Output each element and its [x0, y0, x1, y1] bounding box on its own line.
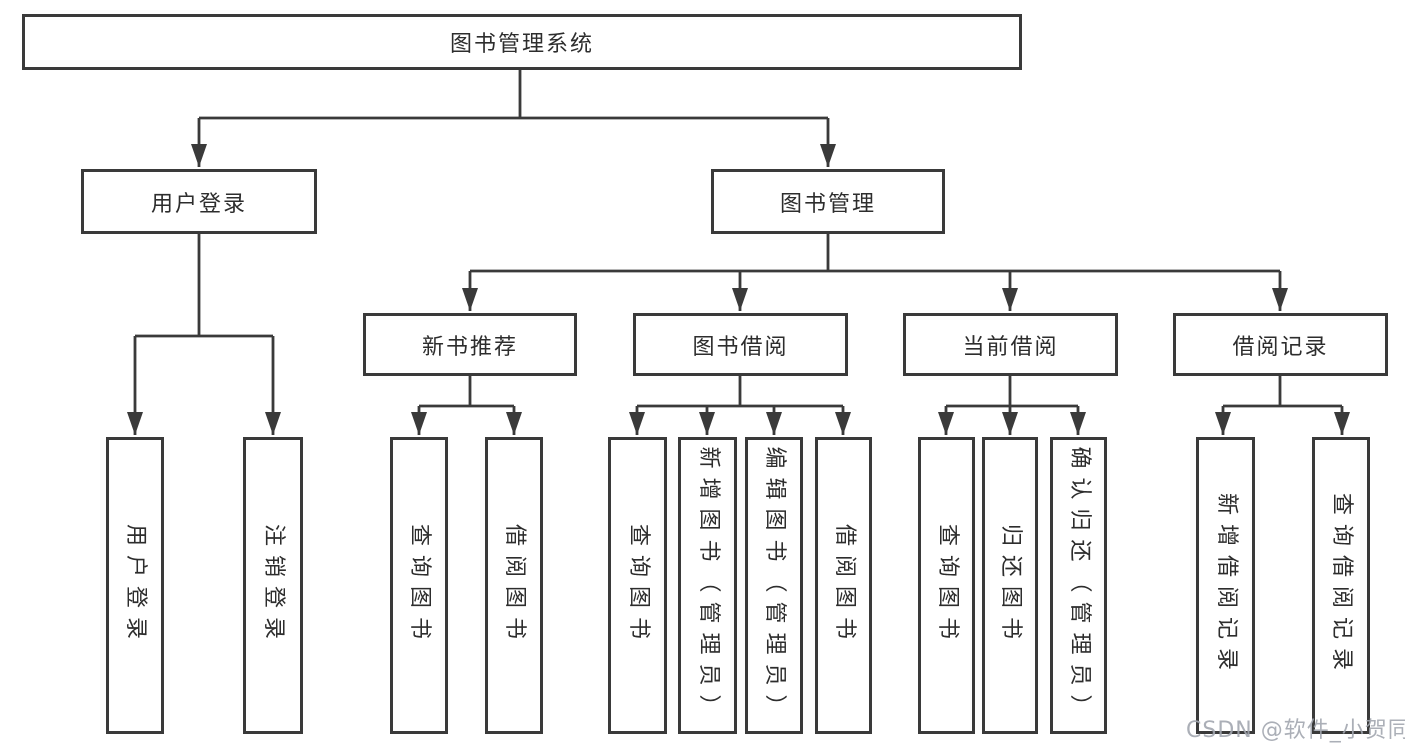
node-label: 新书推荐 [421, 334, 518, 360]
node-book-management: 图书管理 [711, 169, 945, 234]
node-label: 归还图书 [998, 523, 1023, 648]
node-nbr-borrow-books: 借阅图书 [485, 437, 543, 734]
node-label: 图书管理 [779, 191, 876, 217]
node-library-management-system: 图书管理系统 [22, 14, 1022, 70]
node-bb-edit-books-admin: 编辑图书（管理员） [745, 437, 803, 734]
node-br-add-borrow-record: 新增借阅记录 [1196, 437, 1255, 734]
node-label: 用户登录 [123, 523, 148, 648]
node-bb-borrow-books: 借阅图书 [815, 437, 872, 734]
node-label: 新增图书（管理员） [695, 445, 721, 726]
node-label: 借阅记录 [1232, 334, 1329, 360]
node-label: 注销登录 [261, 523, 286, 648]
node-label: 用户登录 [150, 191, 247, 217]
node-cb-confirm-return-admin: 确认归还（管理员） [1050, 437, 1107, 734]
node-current-borrowing: 当前借阅 [903, 313, 1118, 376]
node-logout: 注销登录 [243, 437, 303, 734]
node-cb-query-books: 查询图书 [918, 437, 975, 734]
node-bb-add-books-admin: 新增图书（管理员） [678, 437, 737, 734]
node-bb-query-books: 查询图书 [608, 437, 667, 734]
watermark-csdn: CSDN @软件_小贺同学 [1186, 718, 1405, 743]
node-label: 图书借阅 [692, 334, 789, 360]
node-book-borrowing: 图书借阅 [633, 313, 848, 376]
node-cb-return-books: 归还图书 [982, 437, 1038, 734]
node-label: 查询借阅记录 [1329, 492, 1354, 679]
node-label: 图书管理系统 [449, 32, 594, 57]
node-label: 编辑图书（管理员） [762, 445, 787, 726]
node-label: 新增借阅记录 [1213, 492, 1239, 679]
node-user-login-leaf: 用户登录 [106, 437, 164, 734]
node-label: 查询图书 [407, 523, 432, 648]
node-user-login: 用户登录 [81, 169, 317, 234]
node-label: 查询图书 [934, 523, 960, 648]
node-nbr-query-books: 查询图书 [390, 437, 448, 734]
node-borrowing-records: 借阅记录 [1173, 313, 1388, 376]
node-br-query-borrow-record: 查询借阅记录 [1312, 437, 1370, 734]
node-label: 查询图书 [625, 523, 651, 648]
node-label: 借阅图书 [831, 523, 857, 648]
node-new-book-recommendation: 新书推荐 [363, 313, 577, 376]
node-label: 当前借阅 [962, 334, 1059, 360]
node-label: 确认归还（管理员） [1066, 445, 1092, 726]
node-label: 借阅图书 [502, 523, 527, 648]
